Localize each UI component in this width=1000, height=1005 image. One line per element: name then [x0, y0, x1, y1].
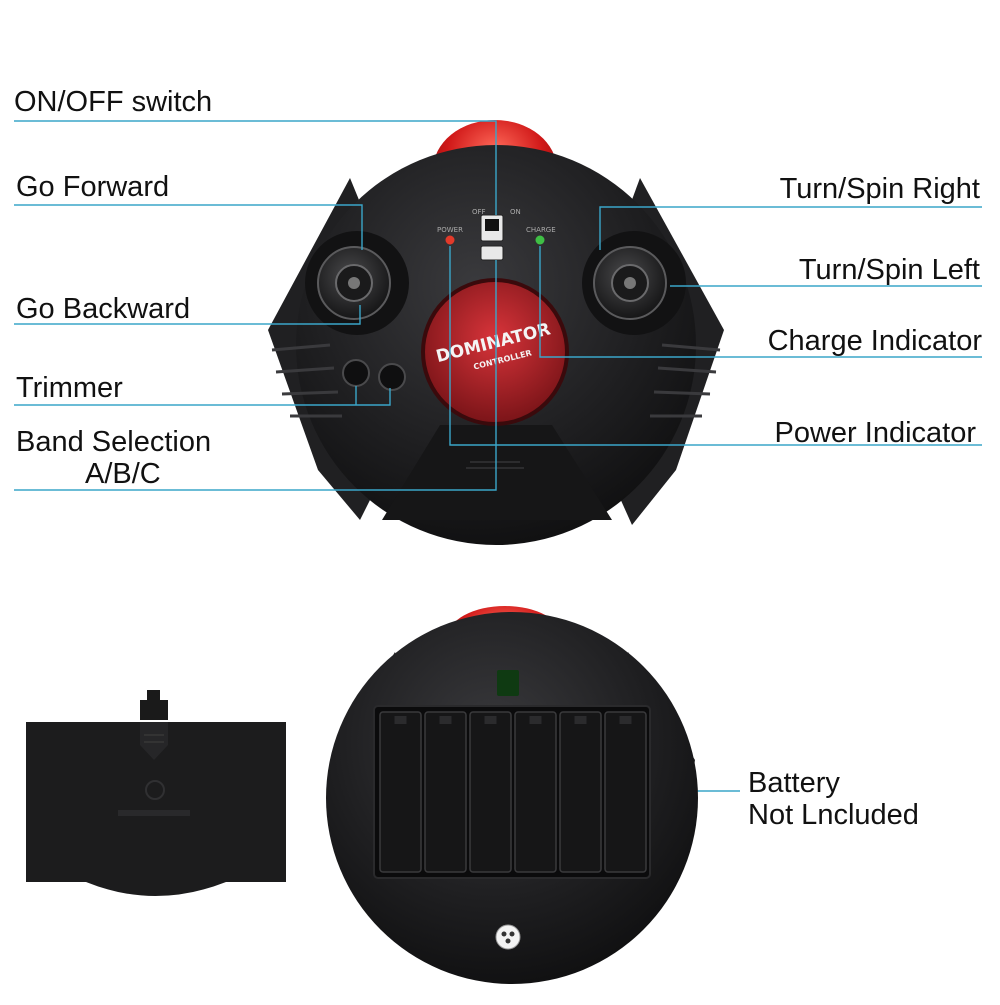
label-band-selection: Band Selection: [16, 426, 212, 458]
label-turn-right: Turn/Spin Right: [779, 173, 980, 205]
battery-spring: [394, 716, 407, 724]
label-go-forward: Go Forward: [16, 171, 170, 203]
battery-spring: [619, 716, 632, 724]
leader-lines: [14, 120, 982, 792]
battery-slot: [379, 711, 422, 873]
label-power-indicator: Power Indicator: [774, 417, 977, 449]
battery-spring: [529, 716, 542, 724]
leader-band: [14, 260, 497, 491]
battery-slot: [604, 711, 647, 873]
label-turn-left: Turn/Spin Left: [798, 254, 980, 286]
leader-go-backward: [14, 305, 361, 325]
label-battery: Battery: [748, 767, 840, 799]
battery-spring: [439, 716, 452, 724]
label-on-off-switch: ON/OFF switch: [14, 86, 213, 118]
switch-off-marking: OFF: [472, 208, 486, 216]
battery-slot: [514, 711, 557, 873]
battery-slot: [424, 711, 467, 873]
trimmer-button-right[interactable]: [378, 363, 406, 391]
label-band-options: A/B/C: [85, 458, 161, 490]
battery-slot: [469, 711, 512, 873]
battery-slot: [559, 711, 602, 873]
screw-hole: [495, 924, 521, 950]
label-go-backward: Go Backward: [16, 293, 191, 325]
power-led: [445, 235, 455, 245]
leader-go-forward: [14, 204, 363, 250]
leader-on-off: [14, 120, 497, 215]
controller-back: [326, 606, 698, 984]
switch-on-marking: ON: [510, 208, 521, 216]
leader-power: [449, 246, 982, 446]
label-charge-indicator: Charge Indicator: [767, 325, 982, 357]
battery-cover: [26, 690, 286, 896]
battery-slots: [379, 711, 647, 873]
power-marking: POWER: [437, 226, 463, 234]
leader-turn-right: [599, 206, 982, 250]
charge-marking: CHARGE: [526, 226, 556, 234]
label-battery-not-included: Not Lncluded: [748, 799, 919, 831]
emblem-disc: [421, 278, 569, 426]
label-trimmer: Trimmer: [16, 372, 123, 404]
trimmer-button-left[interactable]: [342, 359, 370, 387]
leader-charge: [539, 246, 982, 358]
battery-spring: [484, 716, 497, 724]
charge-led: [535, 235, 545, 245]
band-switch[interactable]: [480, 245, 504, 261]
grip-panel: [382, 425, 612, 520]
battery-spring: [574, 716, 587, 724]
leader-trimmer: [14, 388, 391, 406]
